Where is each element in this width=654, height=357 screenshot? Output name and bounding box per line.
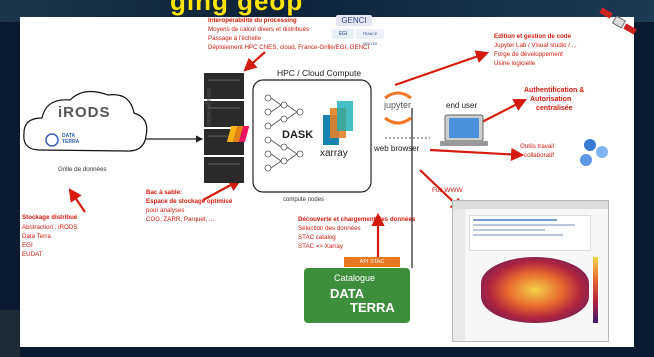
storage-item: EUDAT <box>22 251 43 258</box>
web-browser-label: web browser <box>374 144 420 153</box>
storage-item: Data Terra <box>22 233 51 240</box>
sandbox-line: pour analyses <box>146 207 185 214</box>
auth-line: Authentification & <box>524 87 585 94</box>
interop-arrow <box>243 51 266 72</box>
edition-arrow <box>394 50 490 87</box>
catalogue-box: Catalogue DATA TERRA <box>304 268 410 323</box>
title-banner: ging geop <box>170 0 304 16</box>
full-www-label: Full WWW <box>432 187 463 194</box>
sandbox-subtitle: Espace de stockage optimisé <box>146 198 233 205</box>
compute-nodes-label: compute nodes <box>283 197 325 203</box>
sandbox-line: COG, ZARR, Parquet, ... <box>146 216 215 223</box>
genci-logo: GENCI <box>336 15 372 26</box>
auth-line: Autorisation <box>530 96 572 103</box>
dask-logo-icon <box>226 126 250 142</box>
irods-logo-text: iRODS <box>58 104 111 121</box>
data-terra-logo-terra: TERRA <box>62 139 80 145</box>
discovery-line: Sélection des données <box>298 225 361 232</box>
edition-line: Forge de développement <box>494 51 563 58</box>
jupyter-label: jupyter <box>384 100 412 110</box>
compute-nodes-graph <box>264 94 304 172</box>
storage-nodes-label: storage nodes <box>205 88 211 127</box>
api-stac-badge: API STAC <box>344 257 400 267</box>
grid-label: Grille de données <box>58 166 107 173</box>
auth-arrow <box>479 98 527 124</box>
data-terra-logo-data: DATA <box>62 133 76 139</box>
background-corner <box>0 310 20 357</box>
catalogue-label: Catalogue <box>334 273 376 283</box>
end-user-label: end user <box>446 101 478 110</box>
storage-item: Abstraction : iRODS <box>22 224 78 231</box>
collab-line: Outils travail <box>520 143 555 150</box>
xarray-logo-icon <box>323 101 353 145</box>
interop-title: Interopérabilité du processing <box>208 17 297 24</box>
storage-title: Stockage distribué <box>22 214 78 221</box>
laptop-icon <box>440 114 488 146</box>
browser-sidebar <box>453 209 465 341</box>
jupyter-logo-icon <box>384 91 412 125</box>
collaboration-icon <box>580 139 608 166</box>
auth-line: centralisée <box>536 105 573 112</box>
collab-line: collaboratif <box>524 152 554 159</box>
storage-arrow <box>68 188 86 213</box>
edition-title: Edition et gestion de code <box>494 33 572 40</box>
xarray-label: xarray <box>320 148 348 159</box>
edition-line: Usine logicielle <box>494 60 536 67</box>
discovery-line: STAC => Xarray <box>298 243 343 250</box>
storage-nodes-stack <box>204 73 244 183</box>
sandbox-arrow <box>202 178 242 201</box>
sandbox-title: Bac à sable: <box>146 189 183 196</box>
satellite-icon <box>599 7 637 35</box>
interop-line: Moyens de calcul divers et distribués <box>208 26 310 33</box>
catalogue-data: DATA <box>330 286 365 301</box>
france-grilles-logo: FRANCE GRILLES <box>356 29 384 46</box>
catalogue-terra: TERRA <box>350 300 395 315</box>
irods-cloud <box>23 90 148 152</box>
notebook-cell <box>469 215 591 251</box>
edition-line: Jupyter Lab / Visual studio / ... <box>494 42 577 49</box>
collab-arrow <box>429 147 525 161</box>
discovery-line: STAC catalog <box>298 234 336 241</box>
egi-logo: EGI <box>332 29 354 39</box>
interop-line: Déploiement HPC CNES, cloud, France-Gril… <box>208 44 370 51</box>
interop-line: Passage à l'échelle <box>208 35 262 42</box>
hpc-title: HPC / Cloud Compute <box>277 68 362 78</box>
browser-toolbar <box>453 201 608 209</box>
colorbar <box>593 257 598 323</box>
jupyter-browser-screenshot <box>452 200 609 342</box>
dask-label: DASK <box>282 129 314 141</box>
data-terra-logo-icon <box>45 133 59 147</box>
heatmap-world-map <box>481 257 589 323</box>
discovery-title: Découverte et chargement des données <box>298 216 416 223</box>
background-strip <box>0 0 654 22</box>
storage-item: EGI <box>22 242 33 249</box>
